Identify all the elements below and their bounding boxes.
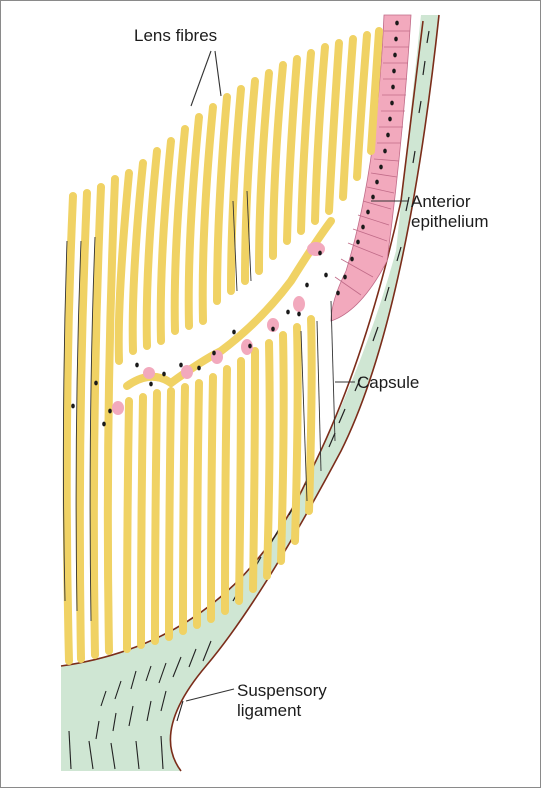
suspensory-ligament-label-line1: Suspensory — [237, 681, 327, 701]
anterior-epithelium-label-line2: epithelium — [411, 212, 489, 232]
anterior-epithelium-label-line1: Anterior — [411, 192, 489, 212]
capsule-label: Capsule — [357, 373, 419, 393]
lens-fibres-leader-2 — [215, 51, 221, 96]
suspensory-leader — [186, 689, 234, 701]
anterior-epithelium-label: Anterior epithelium — [411, 192, 489, 232]
suspensory-ligament-label: Suspensory ligament — [237, 681, 327, 721]
lens-fibres-leader — [191, 51, 211, 106]
suspensory-ligament-label-line2: ligament — [237, 701, 327, 721]
lens-fibres-label: Lens fibres — [134, 26, 217, 46]
